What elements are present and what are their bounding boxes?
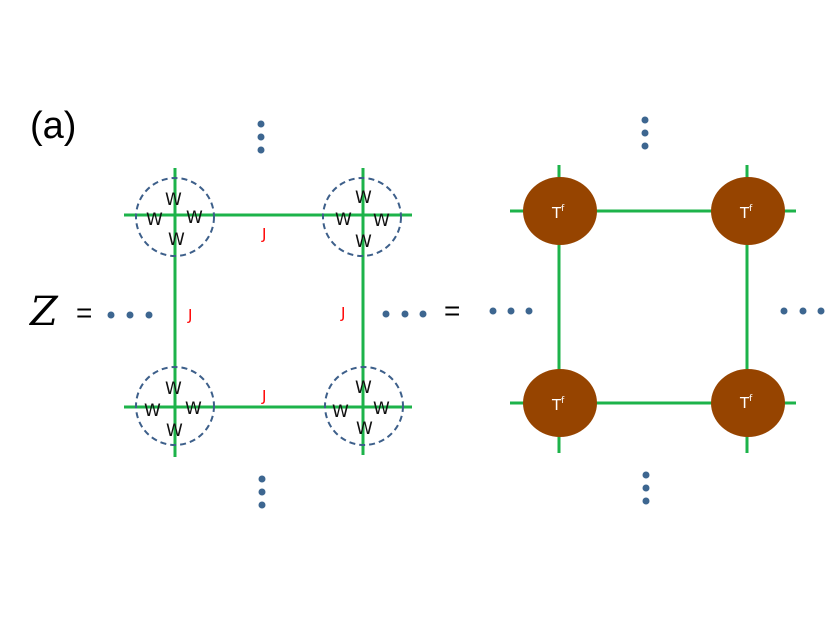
w-label: W — [146, 210, 163, 230]
site-circle-top-right — [322, 177, 402, 257]
tensor-node-top-left — [523, 177, 597, 245]
tensor-label-sup: f — [561, 396, 565, 406]
w-label: W — [165, 379, 182, 399]
tensor-label: Tf — [739, 204, 753, 222]
tensor-label-sup: f — [749, 394, 753, 404]
vertical-ellipsis-bottom-right — [642, 471, 650, 505]
tensor-label-sup: f — [749, 204, 753, 214]
vertical-ellipsis-top-left — [257, 120, 265, 154]
w-label: W — [332, 402, 349, 422]
tensor-labels: Tf Tf Tf Tf — [551, 204, 753, 414]
horizontal-ellipsis-mid-right — [489, 307, 533, 315]
vertical-ellipsis-bottom-left — [258, 475, 266, 509]
w-label: W — [144, 401, 161, 421]
site-bottom-right-labels: W W W W — [332, 378, 390, 439]
right-network: Tf Tf Tf Tf — [510, 165, 796, 453]
j-label-left: J — [187, 306, 192, 324]
w-label: W — [355, 378, 372, 398]
equals-sign-middle: = — [444, 295, 460, 326]
partition-function-symbol: Z — [28, 289, 59, 335]
tensor-node-bottom-left — [523, 369, 597, 437]
tensor-label: Tf — [551, 204, 565, 222]
tensor-node-bottom-right — [711, 369, 785, 437]
w-label: W — [186, 208, 203, 228]
tensor-nodes — [523, 177, 785, 437]
w-label: W — [165, 190, 182, 210]
w-label: W — [355, 188, 372, 208]
j-label-right: J — [340, 304, 345, 322]
tensor-label-sup: f — [561, 204, 565, 214]
j-label-bottom: J — [261, 387, 266, 405]
horizontal-ellipsis-far-left — [107, 311, 153, 319]
j-label-top: J — [261, 225, 266, 243]
w-label: W — [335, 210, 352, 230]
panel-label: (a) — [30, 105, 76, 147]
horizontal-ellipsis-far-right — [780, 307, 825, 315]
site-circles — [135, 177, 404, 446]
site-circle-bottom-left — [135, 366, 215, 446]
w-label: W — [166, 421, 183, 441]
horizontal-ellipsis-mid-left — [382, 310, 427, 318]
w-label: W — [168, 230, 185, 250]
site-circle-top-left — [135, 177, 215, 257]
left-bonds — [124, 168, 412, 457]
site-top-left-labels: W W W W — [146, 190, 203, 250]
site-circle-bottom-right — [324, 366, 404, 446]
tensor-label-base: T — [551, 396, 562, 414]
w-label: W — [355, 232, 372, 252]
site-bottom-left-labels: W W W W — [144, 379, 202, 441]
w-label: W — [356, 419, 373, 439]
ellipsis-dots — [107, 116, 825, 509]
tensor-node-top-right — [711, 177, 785, 245]
vertical-ellipsis-top-right — [641, 116, 649, 150]
tensor-label: Tf — [739, 394, 753, 412]
site-top-right-labels: W W W W — [335, 188, 390, 252]
tensor-label-base: T — [739, 394, 750, 412]
equals-sign-left: = — [76, 297, 92, 328]
tensor-label-base: T — [551, 204, 562, 222]
bond-labels: J J J J — [187, 225, 345, 405]
w-label: W — [185, 399, 202, 419]
w-label: W — [373, 211, 390, 231]
w-label: W — [373, 399, 390, 419]
tensor-label: Tf — [551, 396, 565, 414]
tensor-label-base: T — [739, 204, 750, 222]
left-network: W W W W W W W W W W W W W W W W J J — [124, 168, 412, 457]
